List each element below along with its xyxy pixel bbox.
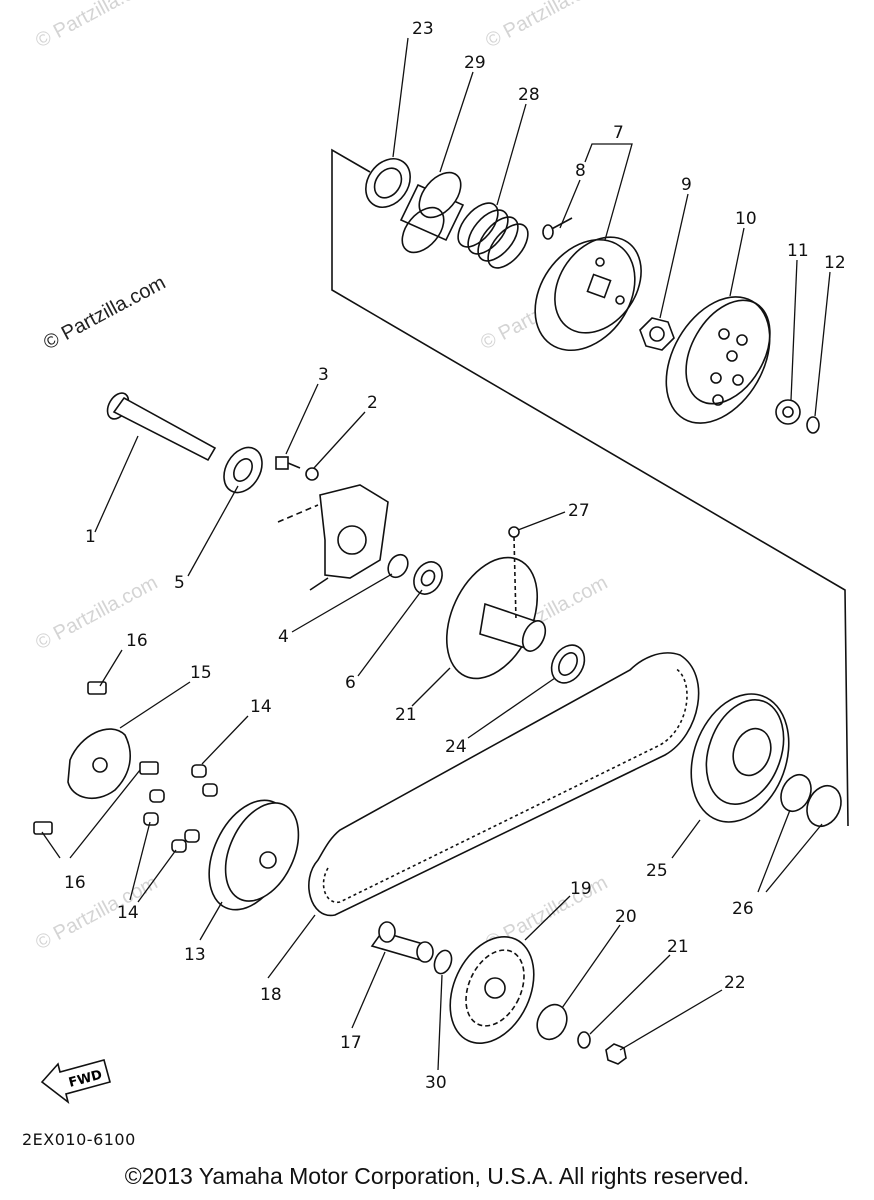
oil-seal-25-top bbox=[365, 158, 411, 208]
collar-17 bbox=[370, 921, 434, 963]
bearing-6 bbox=[413, 561, 443, 595]
oil-seal-4 bbox=[387, 553, 409, 579]
drive-shaft-1 bbox=[106, 392, 217, 462]
callout-26: 26 bbox=[732, 899, 754, 919]
callout-17: 17 bbox=[340, 1033, 362, 1053]
pin-27 bbox=[508, 526, 520, 621]
nut-11 bbox=[775, 399, 801, 425]
washer-12 bbox=[806, 416, 820, 434]
callout-20: 20 bbox=[615, 907, 637, 927]
callout-9: 9 bbox=[681, 175, 692, 195]
copyright-notice: ©2013 Yamaha Motor Corporation, U.S.A. A… bbox=[124, 1163, 750, 1189]
exploded-view-svg: © Partzilla.com © Partzilla.com © Partzi… bbox=[32, 0, 849, 1105]
callout-5: 5 bbox=[174, 573, 185, 593]
callout-23: 21 bbox=[395, 705, 417, 725]
v-belt-18 bbox=[308, 652, 700, 917]
callout-19: 19 bbox=[570, 879, 592, 899]
callout-15: 15 bbox=[190, 663, 212, 683]
callout-27: 27 bbox=[568, 501, 590, 521]
callout-10: 10 bbox=[735, 209, 757, 229]
compression-spring-28 bbox=[457, 202, 529, 269]
callout-18: 18 bbox=[260, 985, 282, 1005]
clutch-carrier-7 bbox=[534, 236, 642, 352]
leader-lines bbox=[41, 37, 831, 1071]
callout-16-top: 16 bbox=[126, 631, 148, 651]
callout-1: 1 bbox=[85, 527, 96, 547]
cam-15 bbox=[67, 728, 131, 799]
callout-4: 4 bbox=[278, 627, 289, 647]
callout-25: 23 bbox=[412, 19, 434, 39]
diagram-code: 2EX010-6100 bbox=[22, 1130, 136, 1149]
primary-sliding-sheave-13 bbox=[208, 799, 300, 911]
fan-19 bbox=[449, 935, 535, 1045]
callout-11: 11 bbox=[787, 241, 809, 261]
slider-16-top bbox=[87, 681, 107, 695]
fwd-arrow: FWD bbox=[40, 1059, 111, 1105]
weights-14 bbox=[143, 764, 218, 853]
callout-14-bottom: 14 bbox=[117, 903, 139, 923]
nut-9 bbox=[639, 317, 675, 351]
clutch-group-border bbox=[331, 148, 849, 827]
callout-8: 8 bbox=[575, 161, 586, 181]
callout-3: 3 bbox=[318, 365, 329, 385]
callout-22: 22 bbox=[724, 973, 746, 993]
callout-6: 6 bbox=[345, 673, 356, 693]
spacer-20 bbox=[536, 1003, 568, 1041]
watermark: © Partzilla.com bbox=[40, 272, 169, 355]
watermark: © Partzilla.com bbox=[482, 0, 611, 52]
bolt-3 bbox=[275, 456, 301, 470]
callout-29: 29 bbox=[464, 53, 486, 73]
callout-24: 25 bbox=[646, 861, 668, 881]
collar-29 bbox=[399, 171, 465, 254]
callout-labels: 23 29 28 7 8 9 10 11 12 3 2 1 5 4 6 27 2… bbox=[64, 19, 846, 1093]
callout-7: 7 bbox=[613, 123, 624, 143]
callout-25-mid: 24 bbox=[445, 737, 467, 757]
callout-12: 12 bbox=[824, 253, 846, 273]
callout-30: 30 bbox=[425, 1073, 447, 1093]
oil-seal-25-mid bbox=[550, 644, 586, 684]
callout-28: 28 bbox=[518, 85, 540, 105]
watermark: © Partzilla.com bbox=[32, 872, 161, 955]
washer-30 bbox=[433, 949, 453, 975]
callout-16-bottom: 16 bbox=[64, 873, 86, 893]
slider-16-left bbox=[33, 821, 53, 835]
washer-2 bbox=[305, 467, 319, 481]
slider-16-right bbox=[139, 761, 159, 775]
clutch-housing-10 bbox=[665, 296, 771, 424]
callout-2: 2 bbox=[367, 393, 378, 413]
callout-14-top: 14 bbox=[250, 697, 272, 717]
pin-8 bbox=[542, 217, 573, 240]
nut-22 bbox=[605, 1043, 627, 1065]
callout-13: 13 bbox=[184, 945, 206, 965]
watermark: © Partzilla.com bbox=[32, 0, 161, 52]
cover-plate bbox=[277, 484, 389, 591]
bearing-5 bbox=[223, 446, 263, 494]
washer-21 bbox=[577, 1031, 591, 1049]
fixed-sheave-24 bbox=[690, 693, 790, 823]
o-rings-26 bbox=[780, 773, 842, 827]
callout-21: 21 bbox=[667, 937, 689, 957]
